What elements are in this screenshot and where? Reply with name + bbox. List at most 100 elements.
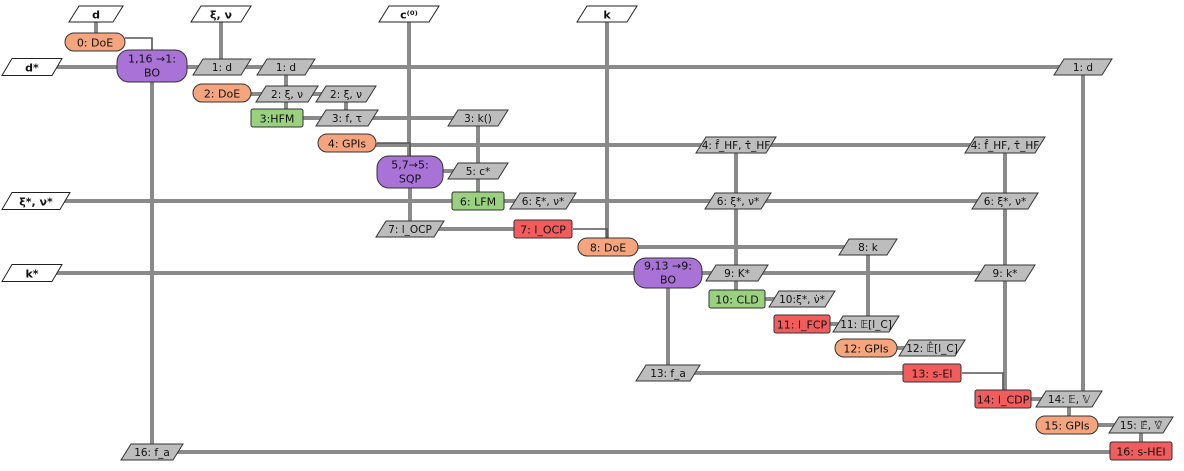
data-block-d7: 7: l_OCP <box>375 220 445 238</box>
data-block-label: 8: k <box>858 242 879 254</box>
data-block-d11: 11: 𝔼[l_C] <box>832 315 900 333</box>
data-block-d16: 16: f_a <box>120 443 184 461</box>
data-block-label: 14: 𝔼, 𝕍 <box>1048 394 1091 406</box>
component-label: 12: GPIs <box>843 343 889 356</box>
data-block-d15: 15: 𝔼̂, 𝕍̂ <box>1108 416 1174 434</box>
data-block-label: 9: k* <box>993 268 1018 280</box>
diagram-nodes: d ξ, ν c⁽⁰⁾ k d* ξ*, ν* k* 1: d 1: d 1: d 2: ξ, ν 2… <box>1 5 1174 461</box>
data-block-d1b: 1: d <box>256 58 316 76</box>
data-block-label: 12: 𝔼̂[l_C] <box>906 341 958 355</box>
component-bo9: 9,13 →9:BO <box>633 257 703 289</box>
component-label: 5,7→5: <box>391 159 428 172</box>
component-label: 9,13 →9: <box>644 260 692 273</box>
component-sei13: 13: s-EI <box>902 363 962 383</box>
data-block-d6a: 6: ξ*, ν* <box>509 192 577 210</box>
input-label: k* <box>25 268 38 281</box>
data-block-d9b: 9: k* <box>974 264 1036 282</box>
data-block-label: 11: 𝔼[l_C] <box>840 319 892 331</box>
data-block-label: 13: f_a <box>650 368 686 380</box>
component-cld10: 10: CLD <box>708 289 766 309</box>
data-block-label: 4: f̂_HF, τ̂_HF <box>971 139 1040 152</box>
component-label: 0: DoE <box>77 37 113 50</box>
data-block-d3a: 3: f, τ <box>315 109 379 127</box>
component-label: 8: DoE <box>590 242 626 255</box>
component-hfm3: 3:HFM <box>250 108 304 128</box>
component-label: 1,16 →1: <box>128 53 176 66</box>
component-label: 4: GPIs <box>328 138 367 151</box>
input-label: c⁽⁰⁾ <box>400 9 418 22</box>
data-block-label: 3: f, τ <box>332 113 362 125</box>
data-block-d14: 14: 𝔼, 𝕍 <box>1035 390 1103 408</box>
input-in_dstar: d* <box>1 58 63 76</box>
component-gpi15: 15: GPIs <box>1035 415 1099 435</box>
component-gpi12: 12: GPIs <box>834 338 898 358</box>
component-label: 13: s-EI <box>911 368 952 381</box>
component-bo1: 1,16 →1:BO <box>116 49 188 83</box>
component-label-2: BO <box>144 67 160 80</box>
data-block-label: 9: K* <box>724 268 750 280</box>
input-label: ξ*, ν* <box>19 196 53 209</box>
input-in_xinu: ξ, ν <box>190 5 252 23</box>
component-gpi4: 4: GPIs <box>317 133 377 153</box>
input-in_kstar: k* <box>1 264 63 282</box>
data-block-label: 15: 𝔼̂, 𝕍̂ <box>1120 420 1163 432</box>
input-label: k <box>603 9 611 22</box>
data-block-d10: 10:ξ*, ν̇* <box>768 290 836 308</box>
component-label: 16: s-HEI <box>1116 446 1165 459</box>
component-shei16: 16: s-HEI <box>1109 441 1173 461</box>
input-in_xinustar: ξ*, ν* <box>1 192 71 210</box>
data-block-d13: 13: f_a <box>635 364 701 382</box>
data-block-d2b: 2: ξ, ν <box>315 85 377 103</box>
component-label-2: SQP <box>399 173 422 186</box>
data-block-d1a: 1: d <box>192 58 252 76</box>
data-block-label: 1: d <box>276 62 296 74</box>
data-block-d6b: 6: ξ*, ν* <box>704 192 772 210</box>
component-label: 11: l_FCP <box>777 319 828 332</box>
input-label: d <box>92 9 100 22</box>
input-in_c0: c⁽⁰⁾ <box>378 5 440 23</box>
component-label: 14: l_CDP <box>977 394 1030 407</box>
input-label: ξ, ν <box>210 9 232 22</box>
component-lfcp11: 11: l_FCP <box>773 314 831 334</box>
component-label: 10: CLD <box>715 294 758 307</box>
data-block-d2a: 2: ξ, ν <box>255 85 319 103</box>
data-block-label: 1: d <box>1073 62 1093 74</box>
input-in_k: k <box>576 5 638 23</box>
component-doe2: 2: DoE <box>192 83 252 103</box>
component-sqp5: 5,7→5:SQP <box>376 155 444 189</box>
data-block-d9a: 9: K* <box>705 264 769 282</box>
component-label-2: BO <box>660 274 676 287</box>
data-block-label: 16: f_a <box>134 447 170 459</box>
data-block-label: 4: f̂_HF, τ̂_HF <box>702 139 771 152</box>
component-label: 2: DoE <box>204 88 240 101</box>
input-label: d* <box>25 62 39 75</box>
data-block-label: 7: l_OCP <box>388 224 432 236</box>
input-in_d: d <box>68 5 124 23</box>
data-block-label: 10:ξ*, ν̇* <box>779 294 825 306</box>
data-block-label: 2: ξ, ν <box>330 89 362 101</box>
data-block-label: 6: ξ*, ν* <box>522 196 564 208</box>
data-block-d3b: 3: k() <box>447 109 509 127</box>
component-lfm6: 6: LFM <box>451 191 505 211</box>
data-block-d12: 12: 𝔼̂[l_C] <box>898 339 966 357</box>
component-doe8: 8: DoE <box>577 237 639 257</box>
data-block-d1c: 1: d <box>1053 58 1113 76</box>
component-label: 3:HFM <box>260 113 295 126</box>
data-block-d6c: 6: ξ*, ν* <box>971 192 1039 210</box>
component-label: 15: GPIs <box>1044 420 1090 433</box>
data-block-label: 3: k() <box>464 113 492 125</box>
component-label: 7: l_OCP <box>520 224 566 237</box>
data-block-label: 5: c* <box>466 166 491 178</box>
data-block-label: 2: ξ, ν <box>271 89 303 101</box>
component-locp7: 7: l_OCP <box>513 219 573 239</box>
data-block-d8: 8: k <box>838 238 898 256</box>
component-doe0: 0: DoE <box>64 32 126 52</box>
component-lcdp14: 14: l_CDP <box>974 389 1032 409</box>
data-block-d4a: 4: f̂_HF, τ̂_HF <box>695 136 777 154</box>
component-label: 6: LFM <box>460 196 496 209</box>
data-block-label: 6: ξ*, ν* <box>984 196 1026 208</box>
data-block-d5: 5: c* <box>447 162 509 180</box>
data-block-label: 1: d <box>212 62 232 74</box>
data-block-label: 6: ξ*, ν* <box>717 196 759 208</box>
